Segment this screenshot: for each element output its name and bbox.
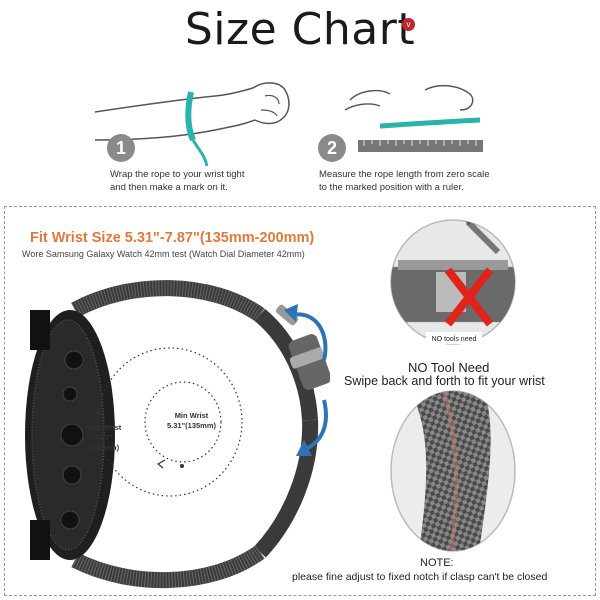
min-wrist-label: Min Wrist 5.31"(135mm) (167, 411, 216, 430)
step-1-text: Wrap the rope to your wrist tight and th… (110, 169, 245, 193)
adjust-arrows (284, 304, 328, 456)
no-tools-illustration: NO tools need (390, 219, 516, 345)
step-2-badge: 2 (318, 134, 346, 162)
max-wrist-label: Max Wrist 7.87" (200mm) (86, 423, 122, 452)
swipe-instruction: Swipe back and forth to fit your wrist (344, 374, 545, 388)
ruler-measure-illustration (344, 84, 483, 152)
fit-size-heading: Fit Wrist Size 5.31"-7.87"(135mm-200mm) (30, 230, 315, 246)
fit-test-note: Wore Samsung Galaxy Watch 42mm test (Wat… (22, 249, 305, 259)
step-2-text: Measure the rope length from zero scale … (319, 169, 490, 193)
fit-panel (4, 206, 596, 596)
step-1-badge: 1 (107, 134, 135, 162)
watch-band-illustration (25, 280, 330, 589)
no-tool-need-heading: NO Tool Need (408, 360, 490, 375)
cross-icon (444, 267, 494, 327)
title-badge: v (402, 18, 415, 31)
note-text: please fine adjust to fixed notch if cla… (292, 571, 548, 583)
page-title: Size Chart (184, 4, 416, 55)
mesh-closeup-illustration (390, 390, 516, 552)
note-heading: NOTE: (420, 557, 454, 569)
no-tools-caption: NO tools need (432, 336, 477, 343)
